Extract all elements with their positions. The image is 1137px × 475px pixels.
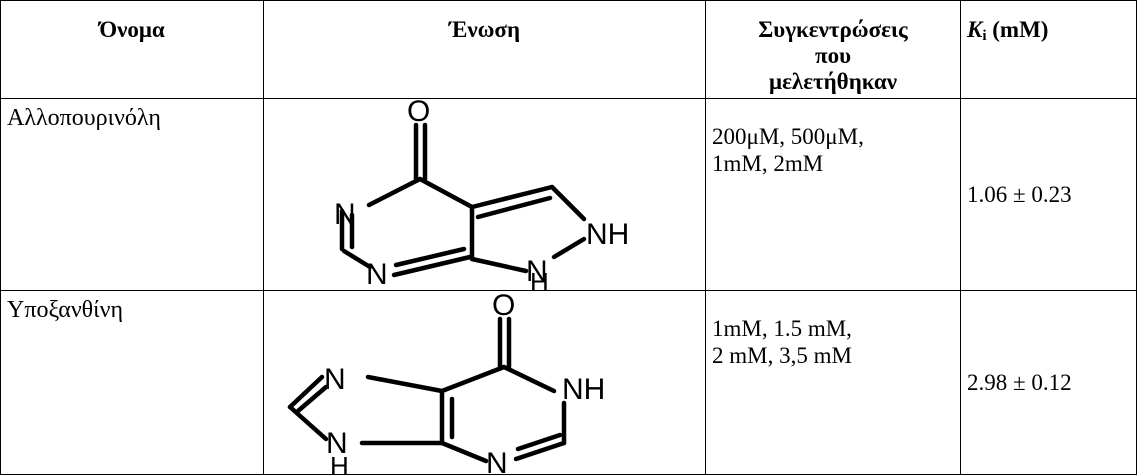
ki-subscript: i	[982, 28, 987, 44]
header-concentrations: Συγκεντρώσεις που μελετήθηκαν	[705, 0, 961, 99]
atom-nh: NH	[562, 373, 605, 406]
compound-name: Υποξανθίνη	[0, 290, 264, 475]
table-row-allopurinol: Αλλοπουρινόλη	[0, 98, 1137, 291]
atom-nitrogen: N	[486, 447, 508, 475]
table-row-hypoxanthine: Υποξανθίνη	[0, 290, 1137, 475]
header-concentrations-line1: Συγκεντρώσεις	[758, 17, 908, 42]
compound-name: Αλλοπουρινόλη	[0, 98, 264, 291]
concentrations-line2: 1mM, 2mM	[712, 151, 824, 176]
concentrations-line1: 1mM, 1.5 mM,	[712, 316, 852, 341]
atom-nitrogen: N	[326, 427, 348, 460]
atom-nh: NH	[586, 218, 629, 251]
atom-nitrogen: N	[526, 255, 548, 288]
structure-hypoxanthine: O N NH N N H	[263, 290, 706, 475]
header-concentrations-line2: που	[814, 43, 852, 68]
ki-unit: (mM)	[986, 17, 1049, 42]
atom-nitrogen: N	[366, 258, 388, 291]
allopurinol-atoms: O N N NH N H	[334, 99, 629, 291]
header-concentrations-line3: μελετήθηκαν	[769, 69, 897, 94]
atom-nitrogen: N	[324, 363, 346, 396]
atom-oxygen: O	[492, 291, 515, 322]
hypoxanthine-atoms: O N NH N N H	[324, 291, 605, 475]
atom-nitrogen: N	[334, 198, 356, 231]
structure-allopurinol: O N N NH N H	[263, 98, 706, 291]
header-ki: Ki (mM)	[960, 0, 1137, 99]
ki-value: 2.98 ± 0.12	[960, 290, 1137, 475]
atom-hydrogen: H	[530, 267, 549, 291]
allopurinol-bonds	[339, 122, 587, 278]
atom-hydrogen: H	[330, 451, 349, 475]
ki-symbol: K	[967, 17, 983, 42]
ki-value: 1.06 ± 0.23	[960, 98, 1137, 291]
header-row: Όνομα Ένωση Συγκεντρώσεις που μελετήθηκα…	[0, 0, 1137, 99]
header-compound: Ένωση	[263, 0, 706, 99]
concentrations-cell: 1mM, 1.5 mM, 2 mM, 3,5 mM	[705, 290, 961, 475]
concentrations-line1: 200μM, 500μM,	[712, 124, 864, 149]
hypoxanthine-bonds	[287, 316, 567, 464]
concentrations-line2: 2 mM, 3,5 mM	[712, 343, 852, 368]
header-name: Όνομα	[0, 0, 264, 99]
allopurinol-structure-diagram: O N N NH N H	[334, 99, 629, 291]
concentrations-cell: 200μM, 500μM, 1mM, 2mM	[705, 98, 961, 291]
atom-oxygen: O	[407, 99, 430, 128]
hypoxanthine-structure-diagram: O N NH N N H	[287, 291, 605, 475]
